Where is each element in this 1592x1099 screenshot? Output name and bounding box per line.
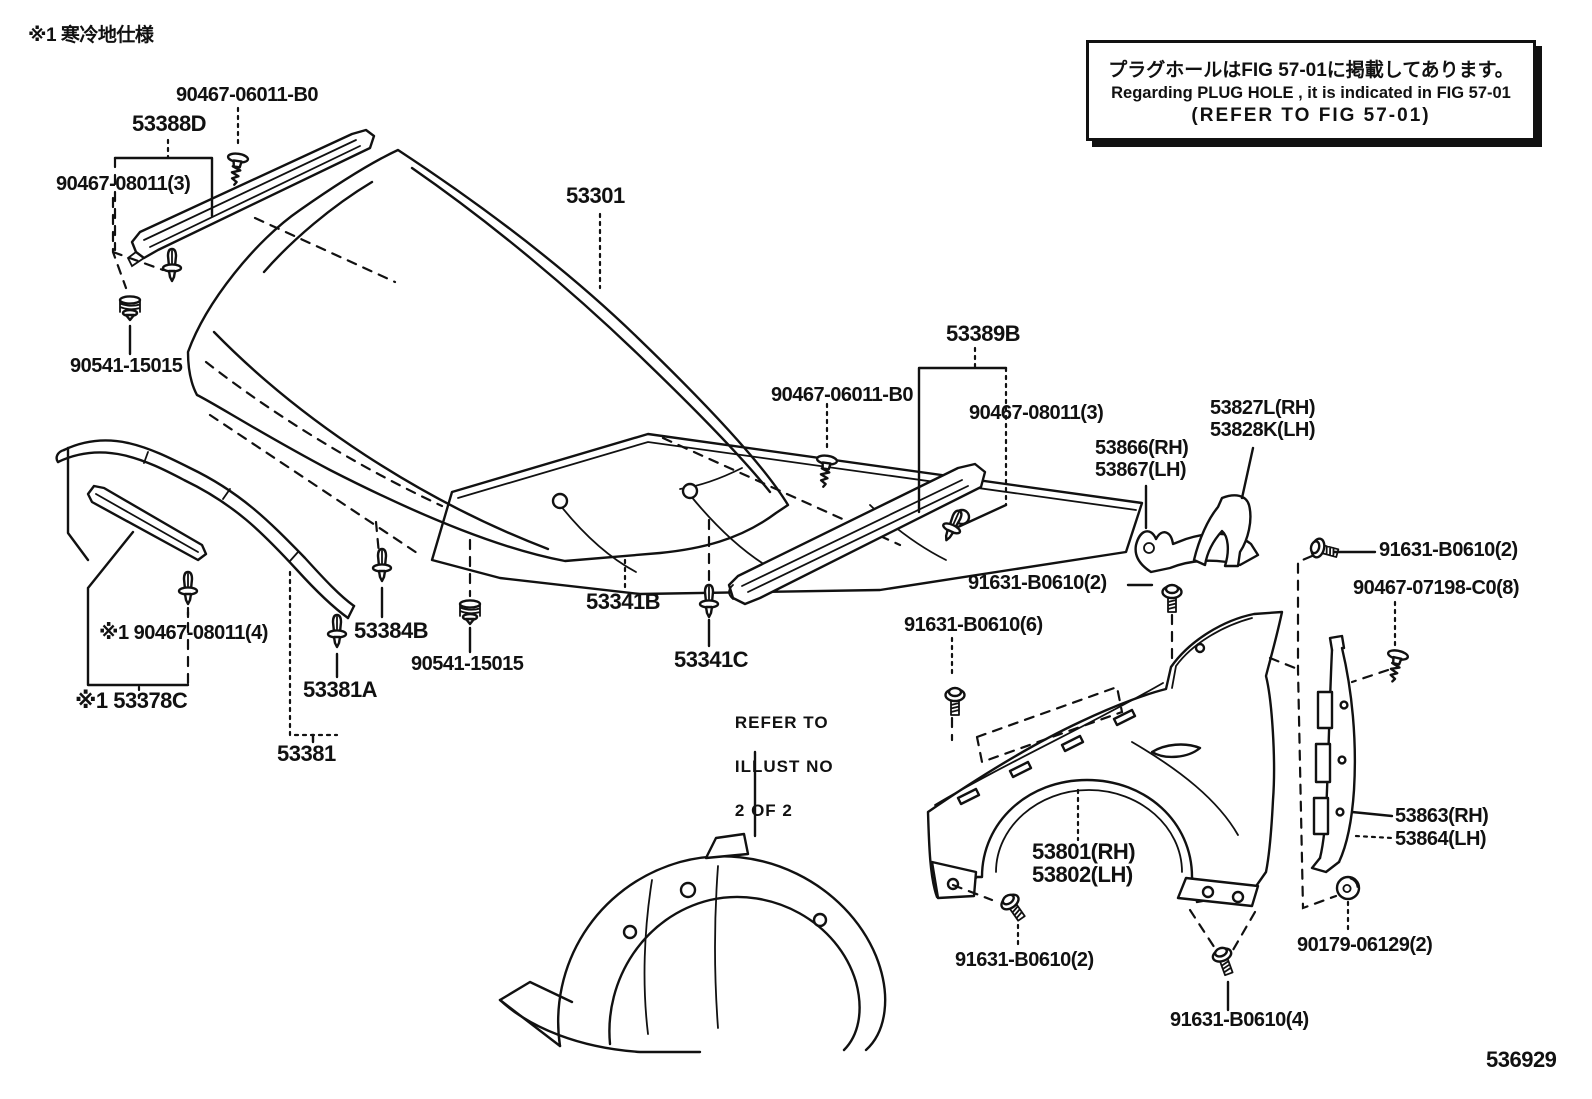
figure-number: 536929: [1486, 1047, 1557, 1072]
info-box-line-ref: (REFER TO FIG 57-01): [1191, 104, 1431, 126]
part-label-91631-B0610-2-bottom: 91631-B0610(2): [955, 949, 1094, 971]
hood-moulding-front: [128, 130, 374, 266]
part-label-90467-08011-3-a: 90467-08011(3): [56, 173, 191, 195]
part-label-53378C: ※1 53378C: [75, 688, 188, 713]
part-label-53341C: 53341C: [674, 647, 749, 672]
part-label-90467-08011-3-b: 90467-08011(3): [969, 402, 1104, 424]
part-label-53301: 53301: [566, 183, 625, 208]
part-label-90467-06011-B0-b: 90467-06011-B0: [771, 384, 914, 406]
clip-icon: [326, 613, 348, 649]
part-label-53341B: 53341B: [586, 589, 661, 614]
leader-lines: [68, 108, 1395, 1010]
part-label-91631-B0610-2-right: 91631-B0610(2): [1379, 539, 1518, 561]
hood-panel: [188, 150, 900, 561]
refer-line-1: REFER TO: [734, 713, 829, 732]
info-box-line-en: Regarding PLUG HOLE , it is indicated in…: [1111, 83, 1511, 102]
hood-insulator: [432, 434, 1142, 594]
info-box-line-jp: プラグホールはFIG 57-01に掲載してあります。: [1108, 59, 1514, 81]
grommet-nut-icon: [1335, 875, 1361, 901]
clip-icon: [698, 583, 720, 619]
part-label-53388D: 53388D: [132, 111, 207, 136]
part-label-53866: 53866(RH): [1095, 437, 1189, 459]
bracket-53827: [1194, 495, 1250, 566]
part-label-53863: 53863(RH): [1395, 805, 1489, 827]
part-label-53381: 53381: [277, 741, 336, 766]
part-label-90467-08011-4: ※1 90467-08011(4): [99, 622, 268, 644]
screw-icon: [812, 453, 839, 490]
bolt-icon: [997, 889, 1031, 926]
clip-icon: [371, 547, 393, 583]
part-label-53389B: 53389B: [946, 321, 1021, 346]
part-label-90179-06129: 90179-06129(2): [1297, 934, 1433, 956]
bolt-icon: [1307, 535, 1341, 564]
part-label-91631-B0610-2-mid: 91631-B0610(2): [968, 572, 1107, 594]
screw-icon: [223, 151, 250, 188]
part-label-90541-15015-a: 90541-15015: [70, 355, 183, 377]
clip-icon: [177, 570, 199, 606]
refer-line-2: ILLUST NO: [734, 757, 834, 776]
part-label-53801: 53801(RH): [1032, 839, 1136, 864]
part-label-53384B: 53384B: [354, 618, 429, 643]
front-fender: [928, 612, 1282, 906]
part-label-53827L: 53827L(RH): [1210, 397, 1316, 419]
part-label-53802: 53802(LH): [1032, 862, 1133, 887]
refer-line-3: 2 OF 2: [734, 801, 793, 820]
part-label-53864: 53864(LH): [1395, 828, 1487, 850]
part-label-53867: 53867(LH): [1095, 459, 1187, 481]
part-label-90541-15015-b: 90541-15015: [411, 653, 524, 675]
bolt-icon: [944, 686, 966, 717]
grommet-icon: [458, 599, 482, 626]
hood-seal-strips: [57, 440, 354, 618]
screw-icon: [1381, 647, 1410, 685]
part-label-53381A: 53381A: [303, 677, 378, 702]
part-label-90467-07198-C0: 90467-07198-C0(8): [1353, 577, 1520, 599]
cold-climate-note: ※1 寒冷地仕様: [28, 25, 154, 46]
part-label-91631-B0610-4: 91631-B0610(4): [1170, 1009, 1309, 1031]
clip-icon: [161, 247, 183, 283]
cowl-top-seal: [729, 464, 985, 604]
plug-hole-info-box: プラグホールはFIG 57-01に掲載してあります。 Regarding PLU…: [1086, 40, 1536, 141]
part-label-91631-B0610-6: 91631-B0610(6): [904, 614, 1043, 636]
part-label-90467-06011-B0-a: 90467-06011-B0: [176, 84, 319, 106]
grommet-icon: [118, 295, 142, 322]
bolt-icon: [1161, 583, 1183, 614]
fender-protector-strip: [1312, 636, 1355, 872]
refer-illust-note: REFER TO ILLUST NO 2 OF 2: [712, 690, 834, 844]
part-label-53828K: 53828K(LH): [1210, 419, 1316, 441]
fender-liner: [500, 834, 885, 1052]
